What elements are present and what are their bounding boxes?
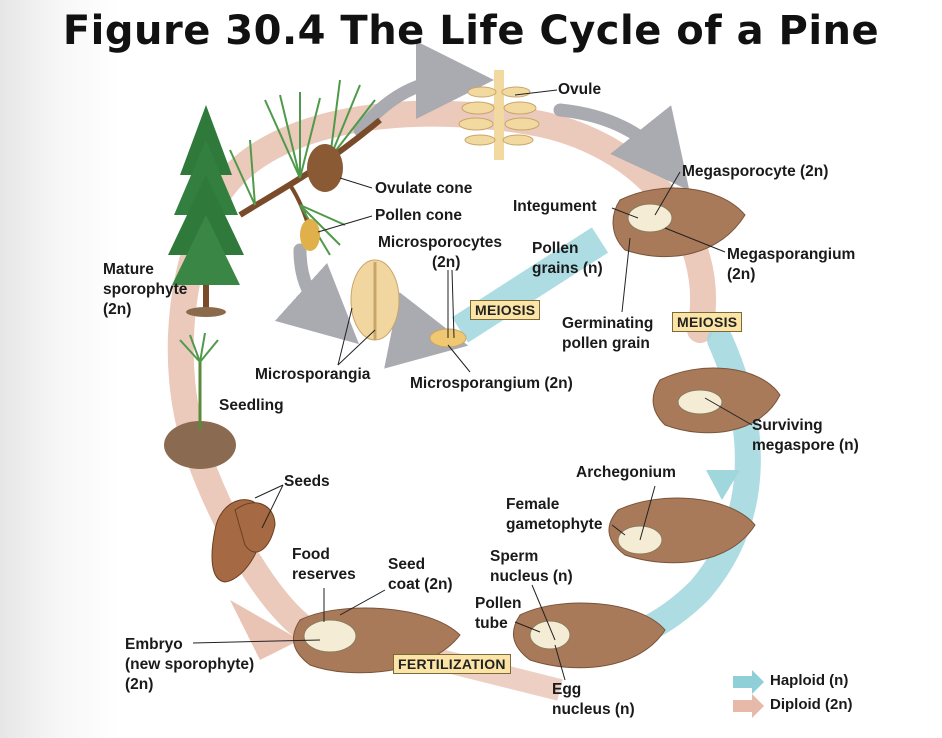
label-embryo-2: (new sporophyte) xyxy=(125,656,255,673)
label-embryo: Embryo xyxy=(125,636,183,653)
diploid-arrow-icon xyxy=(733,694,764,718)
mature-sporophyte-tree xyxy=(168,105,244,317)
label-pollen-grains-ploidy: grains (n) xyxy=(532,260,603,277)
label-germinating-pollen-2: pollen grain xyxy=(562,335,650,352)
label-pollen-grains: Pollen xyxy=(532,240,579,257)
label-sperm-nucleus: Sperm xyxy=(490,548,539,565)
label-mature-sporophyte-2: sporophyte xyxy=(103,281,188,298)
legend-diploid: Diploid (2n) xyxy=(770,696,853,713)
label-microsporocytes: Microsporocytes xyxy=(378,234,503,251)
label-seed-coat-2: coat (2n) xyxy=(388,576,453,593)
meiosis-box-right: MEIOSIS xyxy=(672,312,743,332)
seedling xyxy=(164,332,236,469)
label-ovulate-cone: Ovulate cone xyxy=(375,180,473,197)
label-seeds: Seeds xyxy=(284,473,330,490)
label-pollen-tube: Pollen xyxy=(475,595,522,612)
label-embryo-ploidy: (2n) xyxy=(125,676,154,693)
seeds xyxy=(211,499,276,583)
label-egg-nucleus: Egg xyxy=(552,681,582,698)
ovule-cone-section xyxy=(458,70,540,160)
fertilization-box: FERTILIZATION xyxy=(393,654,511,674)
figure-title: Figure 30.4 The Life Cycle of a Pine xyxy=(62,8,880,54)
label-archegonium: Archegonium xyxy=(576,464,676,481)
label-microsporocytes-ploidy: (2n) xyxy=(432,254,461,271)
legend-haploid: Haploid (n) xyxy=(770,672,849,689)
label-megasporangium-ploidy: (2n) xyxy=(727,266,756,283)
label-surviving-megaspore: Surviving xyxy=(752,417,823,434)
label-microsporangium: Microsporangium (2n) xyxy=(410,375,573,392)
label-food-reserves-2: reserves xyxy=(292,566,356,583)
label-integument: Integument xyxy=(513,198,597,215)
label-mature-sporophyte: Mature xyxy=(103,261,154,278)
label-mature-sporophyte-ploidy: (2n) xyxy=(103,301,132,318)
label-seedling: Seedling xyxy=(219,397,284,414)
pollen-cone-icon xyxy=(300,219,320,251)
label-sperm-nucleus-2: nucleus (n) xyxy=(490,568,573,585)
label-surviving-megaspore-2: megaspore (n) xyxy=(752,437,859,454)
label-megasporangium: Megasporangium xyxy=(727,246,856,263)
label-egg-nucleus-2: nucleus (n) xyxy=(552,701,635,718)
label-seed-coat: Seed xyxy=(388,556,426,573)
label-germinating-pollen: Germinating xyxy=(562,315,654,332)
label-female-gametophyte-2: gametophyte xyxy=(506,516,603,533)
label-megasporocyte: Megasporocyte (2n) xyxy=(682,163,829,180)
label-microsporangia: Microsporangia xyxy=(255,366,371,383)
label-female-gametophyte: Female xyxy=(506,496,560,513)
label-food-reserves: Food xyxy=(292,546,330,563)
label-ovule: Ovule xyxy=(558,81,602,98)
leader-lines xyxy=(192,89,753,681)
label-pollen-cone: Pollen cone xyxy=(375,207,462,224)
haploid-arrow-icon xyxy=(733,670,764,694)
ovulate-cone-icon xyxy=(307,144,343,192)
label-pollen-tube-2: tube xyxy=(475,615,508,632)
pine-branch xyxy=(229,79,382,256)
meiosis-box-left: MEIOSIS xyxy=(470,300,541,320)
legend-swatches xyxy=(733,670,764,718)
